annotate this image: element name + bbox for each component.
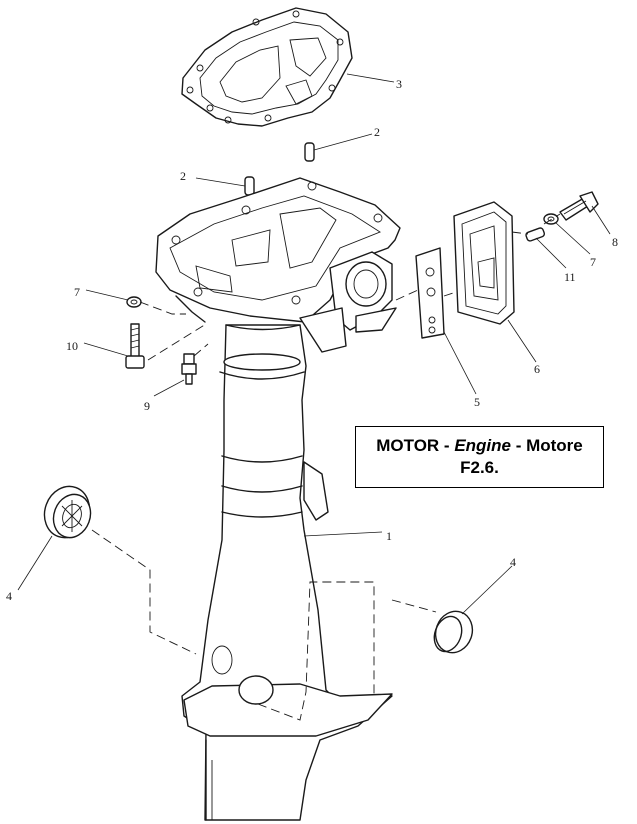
callout-label: 3	[396, 77, 402, 91]
title-motor: MOTOR -	[376, 436, 455, 455]
washer-part-7-left	[126, 296, 142, 308]
callout-label: 10	[66, 339, 78, 353]
callout-label: 7	[74, 285, 80, 299]
callout-numbers: 3 2 2 8 7 11 7 10 9 5 6 1 4 4	[6, 77, 618, 603]
callout-label: 8	[612, 235, 618, 249]
adapter-plate	[155, 177, 401, 353]
driveshaft-housing-part-1	[181, 324, 393, 821]
title-line: MOTOR - Engine - Motore	[376, 435, 583, 457]
callout-label: 6	[534, 362, 540, 376]
title-motore: - Motore	[510, 436, 583, 455]
bolt-part-10	[125, 323, 145, 369]
gasket-part-5	[415, 247, 445, 339]
bolt-part-8	[559, 191, 599, 221]
sleeve-part-11	[525, 227, 546, 242]
plug-part-4-left	[43, 485, 92, 539]
callout-label: 5	[474, 395, 480, 409]
title-box: MOTOR - Engine - Motore F2.6.	[355, 426, 604, 488]
callout-label: 7	[590, 255, 596, 269]
leader-lines	[17, 73, 611, 615]
grease-nipple-part-9	[181, 353, 197, 385]
callout-label: 4	[6, 589, 12, 603]
cover-part-6	[453, 201, 515, 325]
callout-label: 2	[180, 169, 186, 183]
callout-label: 2	[374, 125, 380, 139]
callout-label: 11	[564, 270, 576, 284]
gasket-part-3	[181, 7, 353, 127]
callout-label: 1	[386, 529, 392, 543]
title-engine: Engine	[454, 436, 511, 455]
assembly-guide-lines	[91, 213, 561, 721]
cap-part-4-right	[433, 610, 474, 654]
callout-label: 9	[144, 399, 150, 413]
callout-label: 4	[510, 555, 516, 569]
figure-code: F2.6.	[460, 458, 499, 477]
